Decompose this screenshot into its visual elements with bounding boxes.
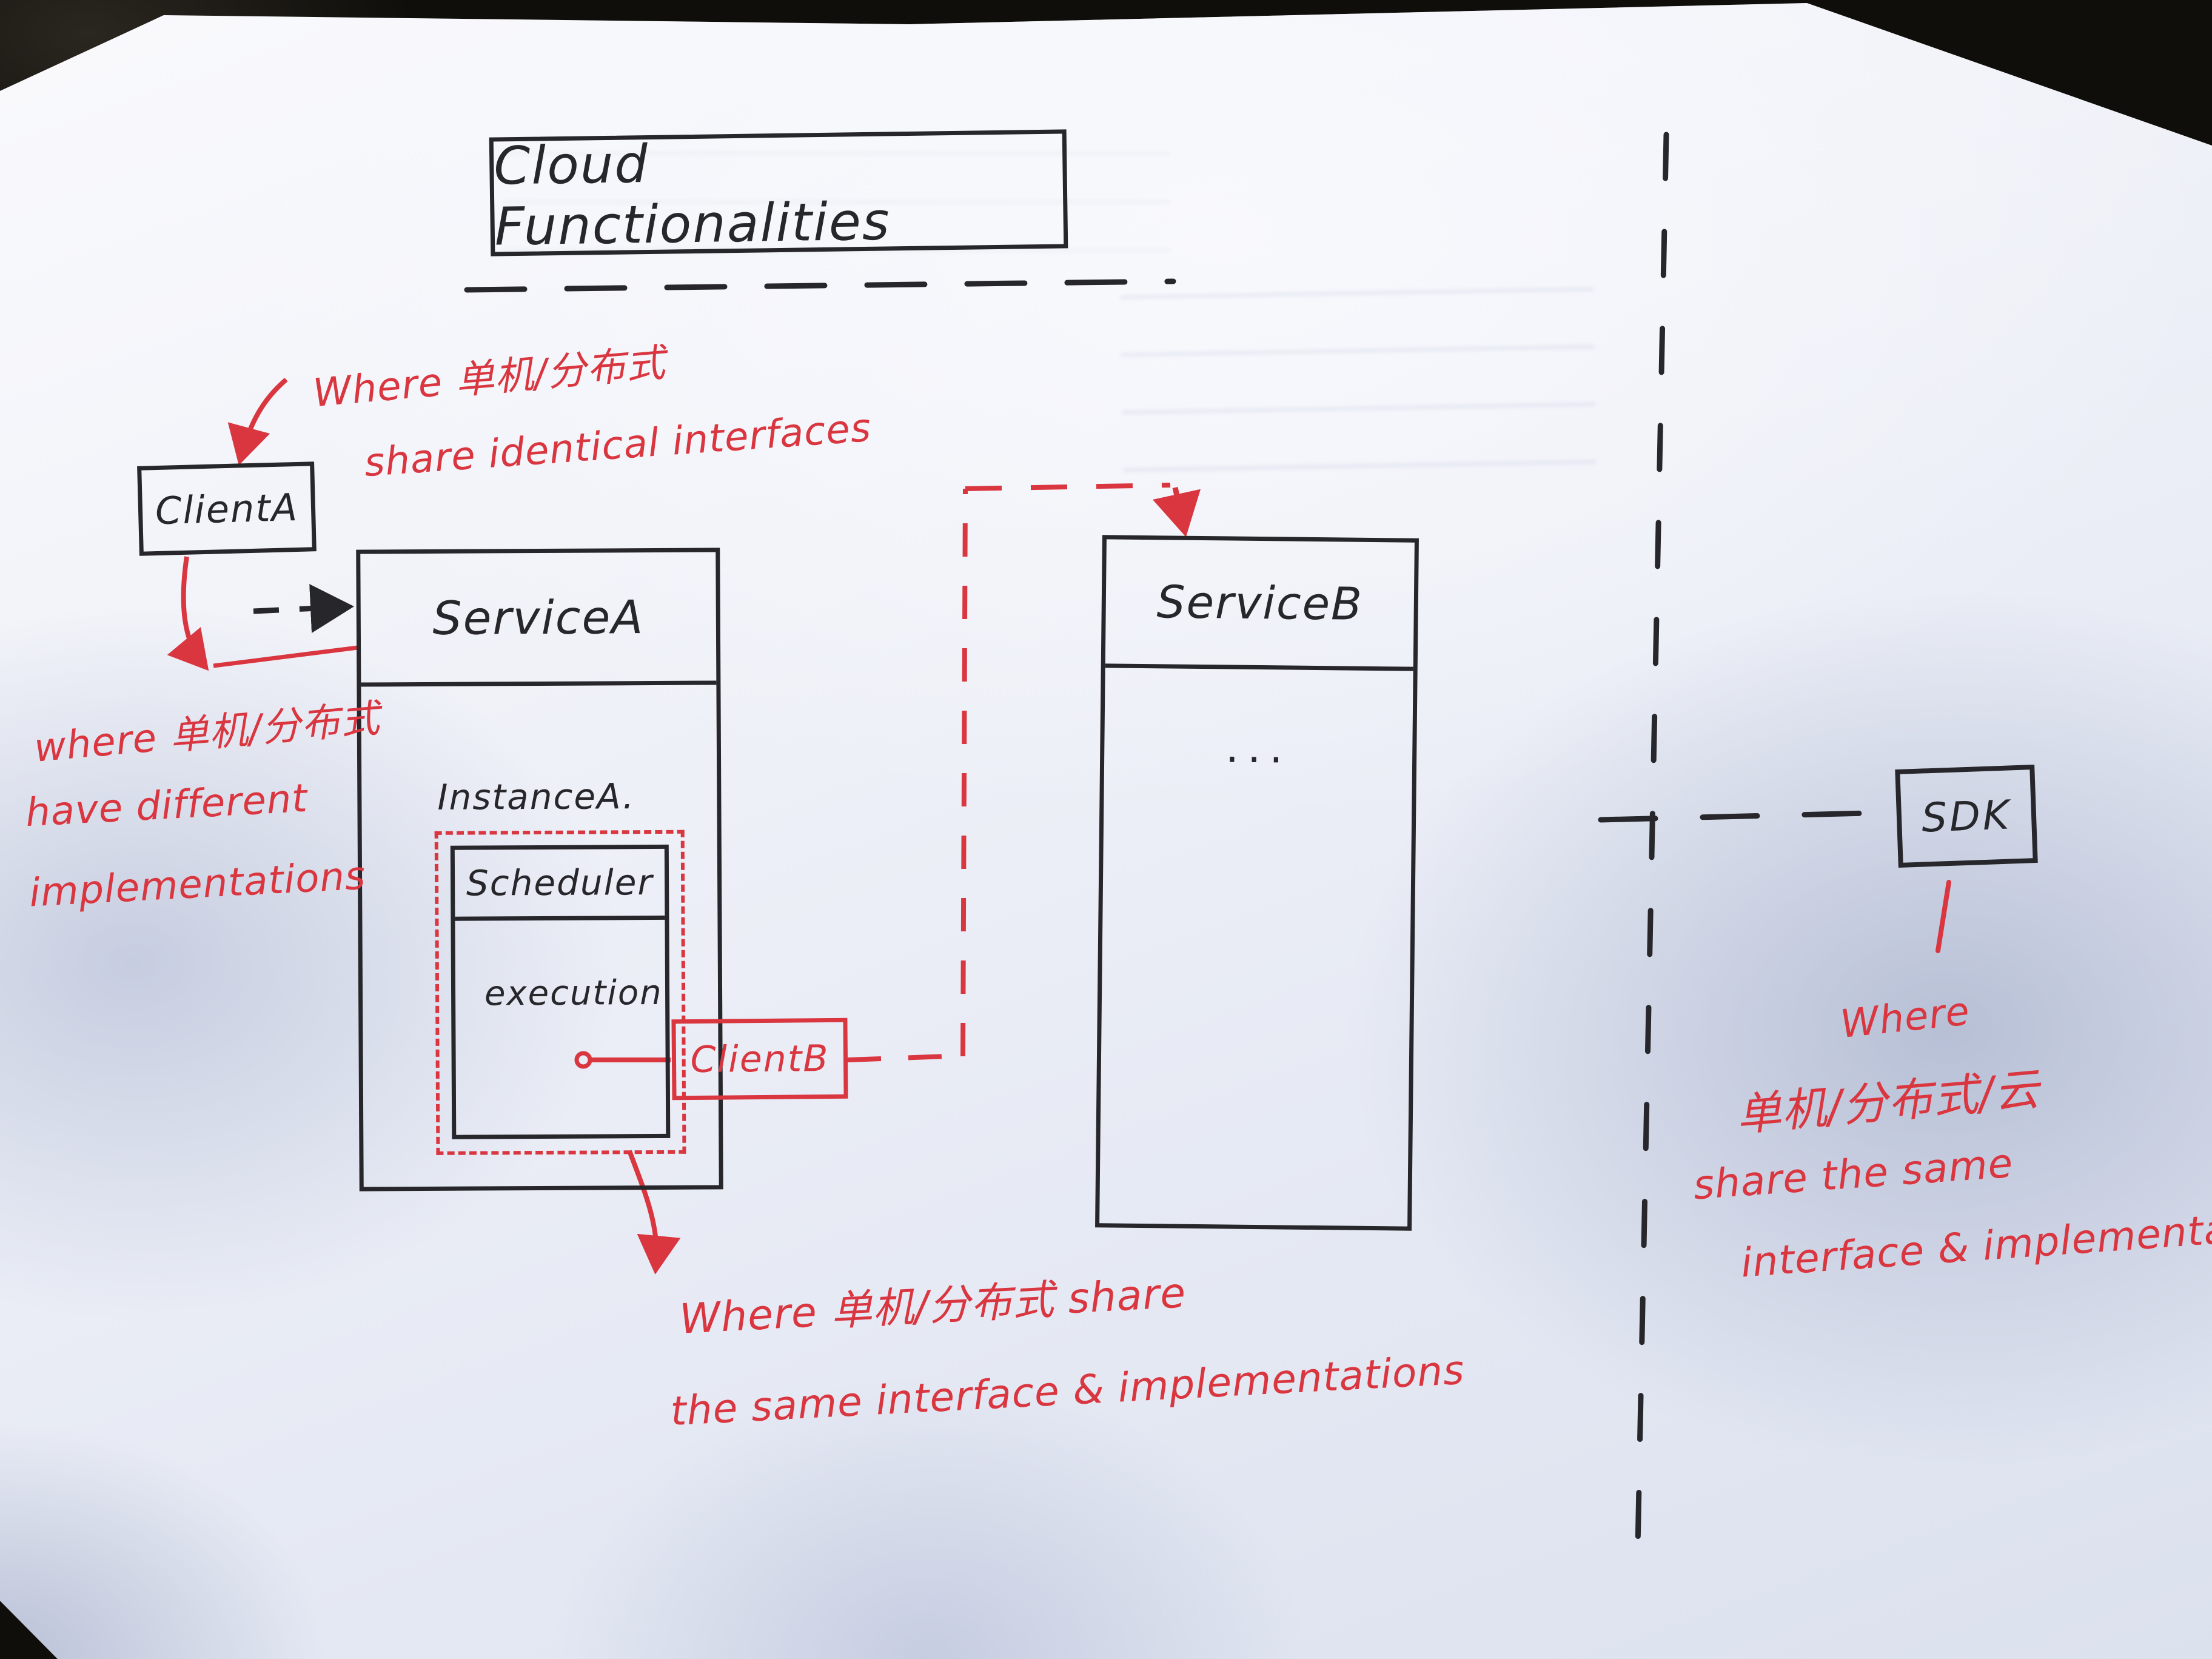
service-b-ellipsis: ... [1225, 722, 1292, 773]
service-b-box: ServiceB ... [1095, 535, 1419, 1231]
client-b-box: ClientB [671, 1017, 848, 1101]
service-a-label: ServiceA [360, 552, 717, 687]
scheduler-box: Scheduler execution [450, 844, 671, 1139]
execution-label: execution [484, 973, 663, 1014]
instance-a-label: InstanceA. [437, 776, 635, 818]
client-a-box: ClientA [137, 461, 317, 556]
client-b-label: ClientB [690, 1037, 830, 1081]
service-b-label: ServiceB [1105, 539, 1415, 671]
ink-bleed-through [1120, 287, 1597, 489]
client-a-label: ClientA [155, 484, 299, 533]
sdk-label: SDK [1920, 791, 2013, 842]
service-a-box: ServiceA InstanceA. Scheduler execution [356, 548, 723, 1191]
sdk-box: SDK [1895, 765, 2038, 868]
title-box: Cloud Functionalities [489, 129, 1068, 258]
diagram-title: Cloud Functionalities [493, 133, 891, 258]
ink-bleed-through-2 [503, 152, 1170, 255]
scheduler-label: Scheduler [454, 848, 665, 921]
instance-a-dashed-outline: Scheduler execution [434, 830, 686, 1155]
